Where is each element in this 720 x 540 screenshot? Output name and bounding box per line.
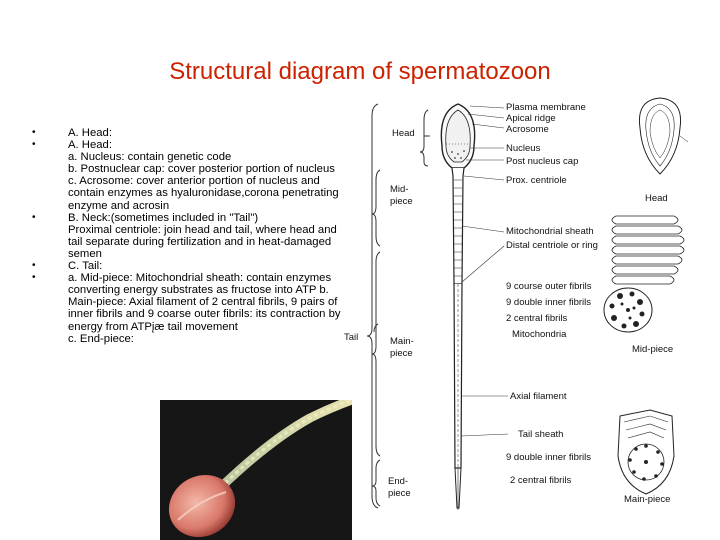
label-central-fibrils-main: 2 central fibrils	[510, 475, 571, 486]
structure-labels: Plasma membrane Apical ridge Acrosome Nu…	[506, 102, 598, 486]
midpiece-cross-section	[603, 215, 685, 333]
bullet-neck: B. Neck:(sometimes included in "Tail") P…	[28, 212, 348, 260]
label-mid-piece-2: piece	[390, 196, 413, 207]
label-mainpiece-section: Main-piece	[624, 494, 670, 505]
label-double-inner-fibrils-mid: 9 double inner fibrils	[506, 297, 591, 308]
sperm-longitudinal	[440, 103, 476, 510]
label-end-piece-2: piece	[388, 488, 411, 499]
label-head: Head	[392, 128, 415, 139]
label-end-piece-1: End-	[388, 476, 408, 487]
label-main-piece-2: piece	[390, 348, 413, 359]
bullet-tail-details: a. Mid-piece: Mitochondrial sheath: cont…	[28, 272, 348, 345]
sperm-photo	[160, 400, 352, 540]
label-central-fibrils-mid: 2 central fibrils	[506, 313, 567, 324]
label-midpiece-section: Mid-piece	[632, 344, 673, 355]
leader-lines	[460, 105, 509, 437]
label-prox-centriole: Prox. centriole	[506, 175, 567, 186]
bullet-head-details: A. Head: a. Nucleus: contain genetic cod…	[28, 139, 348, 212]
mainpiece-cross-section	[617, 409, 675, 495]
label-acrosome: Acrosome	[506, 124, 549, 135]
label-mitochondria: Mitochondria	[512, 329, 567, 340]
head-cross-section	[638, 97, 689, 175]
sperm-photo-drawing	[160, 400, 352, 540]
label-head-section: Head	[645, 193, 668, 204]
label-axial-filament: Axial filament	[510, 391, 567, 402]
bullet-list: A. Head: A. Head: a. Nucleus: contain ge…	[28, 127, 348, 345]
label-distal-centriole: Distal centriole or ring	[506, 240, 598, 251]
slide-title: Structural diagram of spermatozoon	[169, 58, 551, 85]
label-apical-ridge: Apical ridge	[506, 113, 556, 124]
label-main-piece-1: Main-	[390, 336, 414, 347]
bullet-head: A. Head:	[28, 127, 348, 139]
label-tail-sheath: Tail sheath	[518, 429, 563, 440]
label-mitochondrial-sheath: Mitochondrial sheath	[506, 226, 594, 237]
left-brackets	[366, 103, 430, 509]
bullet-tail: C. Tail:	[28, 260, 348, 272]
label-plasma-membrane: Plasma membrane	[506, 102, 586, 113]
label-nucleus: Nucleus	[506, 143, 541, 154]
sperm-structure-diagram: Head Mid- piece Tail Main- piece End- pi…	[344, 97, 689, 510]
label-post-nucleus-cap: Post nucleus cap	[506, 156, 578, 167]
label-tail: Tail	[344, 332, 358, 343]
label-mid-piece-1: Mid-	[390, 184, 408, 195]
label-double-inner-fibrils-main: 9 double inner fibrils	[506, 452, 591, 463]
label-course-outer-fibrils: 9 course outer fibrils	[506, 281, 592, 292]
